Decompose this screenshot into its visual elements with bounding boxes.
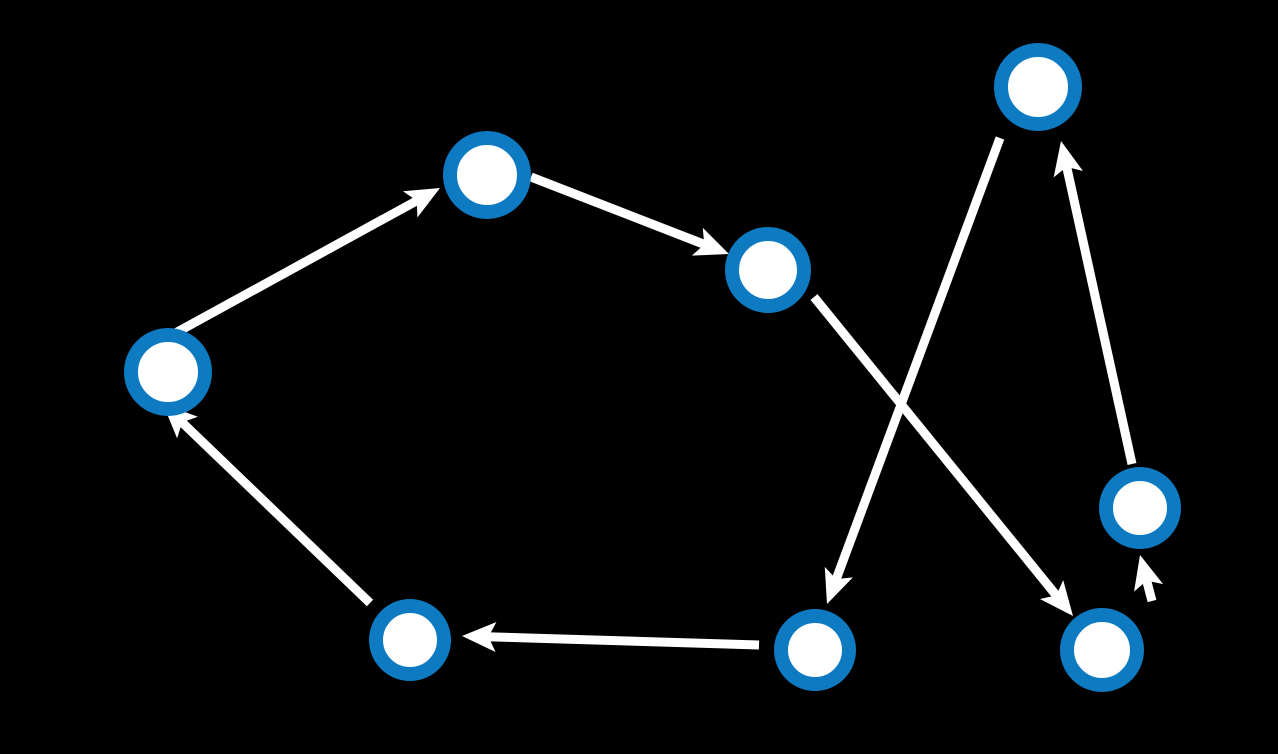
node-bottom-right[interactable] (1060, 608, 1144, 692)
node-bottom-mid[interactable] (774, 609, 856, 691)
node-circle-icon (1099, 467, 1181, 549)
edge-line (810, 294, 1062, 600)
node-bottom-left[interactable] (369, 599, 451, 681)
edge-top-right-to-bottom-mid[interactable] (824, 136, 1005, 604)
node-circle-icon (725, 227, 811, 313)
edge-layer (163, 136, 1164, 653)
node-circle-icon (774, 609, 856, 691)
edge-bottom-right-to-right-mid[interactable] (1134, 555, 1164, 603)
edge-line (831, 136, 1005, 583)
edge-mid-top-to-bottom-right[interactable] (810, 294, 1073, 616)
edge-line (177, 417, 374, 607)
edge-arrowhead-icon (691, 227, 729, 256)
edge-arrowhead-icon (1039, 580, 1073, 616)
node-circle-icon (1060, 608, 1144, 692)
node-circle-icon (443, 131, 531, 219)
edge-left-to-top-left[interactable] (167, 188, 440, 340)
node-layer (124, 43, 1181, 692)
node-left[interactable] (124, 328, 212, 416)
edge-line (1061, 163, 1137, 465)
edge-arrowhead-icon (824, 566, 853, 604)
edge-top-left-to-mid-top[interactable] (529, 172, 729, 256)
node-circle-icon (994, 43, 1082, 131)
node-right-mid[interactable] (1099, 467, 1181, 549)
node-circle-icon (124, 328, 212, 416)
node-top-right[interactable] (994, 43, 1082, 131)
edge-right-mid-to-top-right[interactable] (1053, 141, 1137, 465)
node-mid-top[interactable] (725, 227, 811, 313)
edge-line (486, 632, 760, 650)
edge-arrowhead-icon (402, 188, 440, 218)
edge-arrowhead-icon (1134, 555, 1164, 592)
node-circle-icon (369, 599, 451, 681)
edge-arrowhead-icon (462, 622, 497, 653)
edge-line (529, 172, 708, 250)
edge-line (167, 195, 421, 340)
edge-bottom-mid-to-bottom-left[interactable] (462, 622, 760, 653)
edge-arrowhead-icon (1053, 141, 1083, 178)
edge-line (1141, 577, 1157, 603)
node-top-left[interactable] (443, 131, 531, 219)
